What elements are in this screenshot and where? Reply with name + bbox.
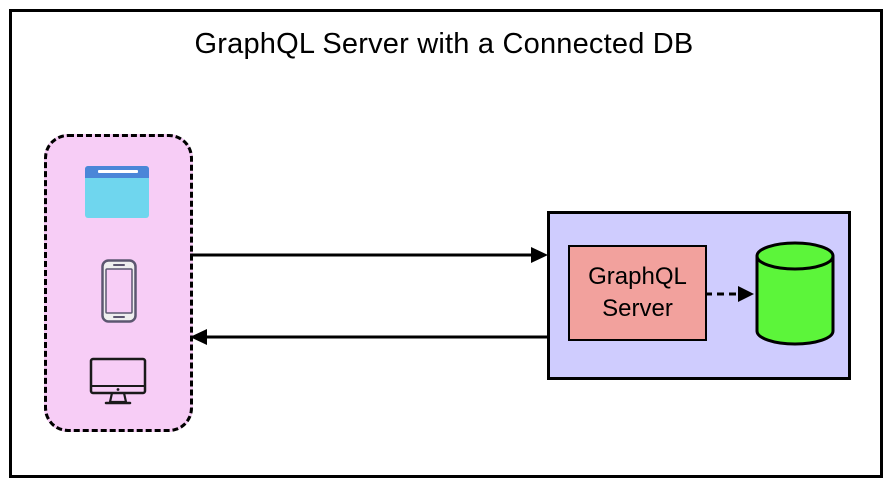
database-cylinder-icon bbox=[755, 241, 835, 346]
request-arrow bbox=[190, 247, 548, 263]
diagram-title: GraphQL Server with a Connected DB bbox=[194, 28, 694, 60]
server-label-line2: Server bbox=[602, 295, 673, 322]
server-to-db-arrow bbox=[705, 286, 754, 302]
response-arrow bbox=[190, 329, 547, 345]
mobile-phone-icon bbox=[101, 259, 137, 323]
browser-window-icon bbox=[85, 166, 149, 218]
server-label-line1: GraphQL bbox=[588, 263, 687, 290]
desktop-monitor-icon bbox=[89, 357, 147, 405]
